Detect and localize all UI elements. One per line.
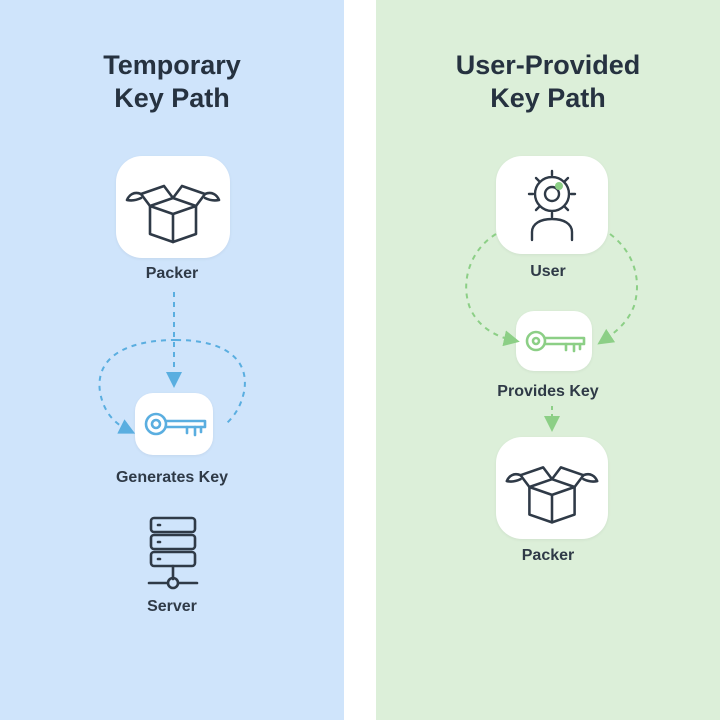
packer-node [496, 437, 608, 539]
user-provided-key-path-title: User-Provided Key Path [455, 50, 641, 113]
key-icon [525, 330, 586, 353]
user-gear-icon [527, 169, 577, 242]
user-label: User [530, 263, 566, 280]
user-node [496, 156, 608, 254]
user-provided-key-path-panel: User-Provided Key Path User Provides Key [376, 0, 720, 720]
server-icon [147, 516, 199, 590]
packer-node [116, 156, 230, 258]
server-label: Server [147, 598, 197, 615]
key-icon [144, 412, 207, 437]
package-icon [505, 466, 599, 524]
provides-key-label: Provides Key [497, 383, 599, 400]
packer-label: Packer [145, 265, 199, 282]
packer-label: Packer [521, 547, 575, 564]
temporary-key-path-panel: Temporary Key Path Packer [0, 0, 344, 720]
generates-key-label: Generates Key [115, 469, 229, 486]
provides-key-node [516, 311, 592, 371]
temporary-key-path-title: Temporary Key Path [103, 50, 241, 113]
generates-key-node [135, 393, 213, 455]
package-icon [125, 184, 221, 244]
